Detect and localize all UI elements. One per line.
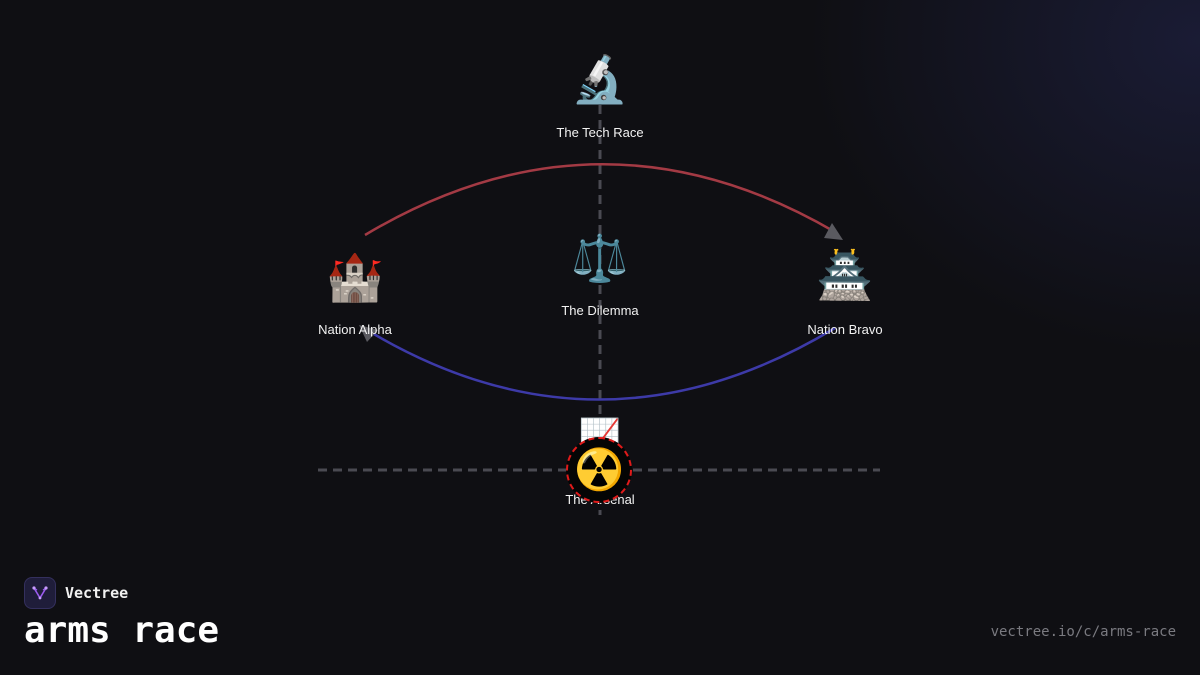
- page-title: arms race: [24, 610, 220, 651]
- node-label-nation-bravo: Nation Bravo: [807, 322, 883, 337]
- arrowhead-bravo: [824, 223, 843, 240]
- arc-alpha-to-bravo: [364, 163, 836, 237]
- brand-name: Vectree: [65, 584, 129, 602]
- microscope-icon: 🔬: [571, 52, 629, 106]
- japanese-castle-icon: 🏯: [816, 248, 874, 302]
- page-url[interactable]: vectree.io/c/arms-race: [990, 624, 1176, 640]
- brand: Vectree: [24, 577, 128, 609]
- node-label-tech-race: The Tech Race: [556, 125, 644, 140]
- nuclear-badge: ☢️: [566, 437, 632, 503]
- vectree-logo-icon: [24, 577, 56, 609]
- arrowhead-alpha: [359, 325, 378, 342]
- castle-icon: 🏰: [326, 250, 384, 304]
- radioactive-icon: ☢️: [574, 447, 624, 493]
- arc-bravo-to-alpha: [366, 326, 836, 401]
- node-label-nation-alpha: Nation Alpha: [318, 322, 392, 337]
- balance-scale-icon: ⚖️: [571, 231, 629, 285]
- node-label-dilemma: The Dilemma: [561, 303, 639, 318]
